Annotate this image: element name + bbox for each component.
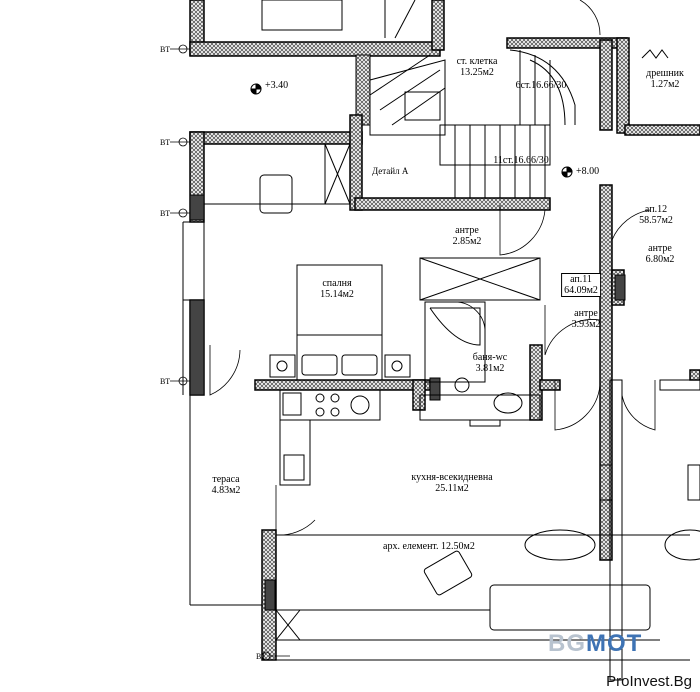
axis-label: ВТ <box>160 138 171 147</box>
room-area: 3.93м2 <box>571 319 601 330</box>
room-label-living: кухня-всекидневна 25.11м2 <box>411 472 492 494</box>
level-label-left: +3.40 <box>265 80 289 91</box>
room-name: кухня-всекидневна <box>411 472 493 483</box>
room-label-apt11: ап.11 64.09м2 <box>561 273 601 297</box>
axis-label: ВТ <box>256 652 267 661</box>
kitchen-counter <box>279 389 381 486</box>
top-apartment-walls <box>189 0 445 57</box>
room-name: тераса <box>212 474 240 485</box>
room-area: 2.85м2 <box>452 236 482 247</box>
room-area: 15.14м2 <box>320 289 354 300</box>
room-label-bath: баня-wc 3.81м2 <box>473 352 507 374</box>
room-name: спалня <box>322 278 352 289</box>
room-area: 1.27м2 <box>650 79 680 90</box>
room-name: баня-wc <box>472 352 508 363</box>
room-label-entry-12: антре 6.80м2 <box>646 243 675 265</box>
room-name: ап.12 <box>644 204 668 215</box>
level-markers <box>250 83 573 178</box>
logo-part-1: BG <box>548 630 586 657</box>
room-label-entry-main: антре 2.85м2 <box>453 225 482 247</box>
watermark-logo: BGMOT <box>548 630 642 658</box>
partitions <box>182 143 700 681</box>
room-name: антре <box>648 243 672 254</box>
bed <box>269 264 411 381</box>
axis-markers <box>170 44 290 661</box>
stair-annotation-lower: 11ст.16.66/30 <box>493 155 549 166</box>
room-name: дрешник <box>646 68 684 79</box>
watermark: BGMOT ProInvest.Bg <box>546 606 696 692</box>
axis-label: ВТ <box>160 377 171 386</box>
room-name: ап.11 <box>570 274 592 285</box>
room-label-apt12: ап.12 58.57м2 <box>639 204 673 226</box>
bathroom-fixtures <box>429 307 523 427</box>
room-area: 4.83м2 <box>211 485 241 496</box>
detail-label: Детайл А <box>372 166 409 176</box>
chimney-symbol <box>641 49 669 59</box>
axis-label: ВТ <box>160 45 171 54</box>
room-area: 3.81м2 <box>475 363 505 374</box>
logo-part-2: MOT <box>586 630 643 657</box>
staircase <box>355 49 576 200</box>
room-name: ст. клетка <box>456 56 498 67</box>
room-label-entry-11: антре 3.93м2 <box>572 308 601 330</box>
room-label-stairs: ст. клетка 13.25м2 <box>457 56 498 78</box>
level-label-right: +8.00 <box>576 166 600 177</box>
axis-label: ВТ <box>160 209 171 218</box>
arch-element-label: арх. елемент. 12.50м2 <box>383 541 475 552</box>
room-area: 13.25м2 <box>460 67 494 78</box>
room-label-terrace: тераса 4.83м2 <box>212 474 241 496</box>
room-label-bedroom: спалня 15.14м2 <box>320 278 354 300</box>
room-area: 6.80м2 <box>645 254 675 265</box>
watermark-text: ProInvest.Bg <box>606 673 692 690</box>
room-name: антре <box>574 308 598 319</box>
furniture <box>259 174 700 631</box>
door-swings <box>209 0 656 536</box>
room-area: 25.11м2 <box>435 483 469 494</box>
room-name: антре <box>455 225 479 236</box>
room-label-chimney: дрешник 1.27м2 <box>646 68 684 90</box>
room-area: 58.57м2 <box>639 215 673 226</box>
stair-annotation-upper: 6ст.16.66/30 <box>515 80 567 91</box>
room-area: 64.09м2 <box>564 285 598 296</box>
